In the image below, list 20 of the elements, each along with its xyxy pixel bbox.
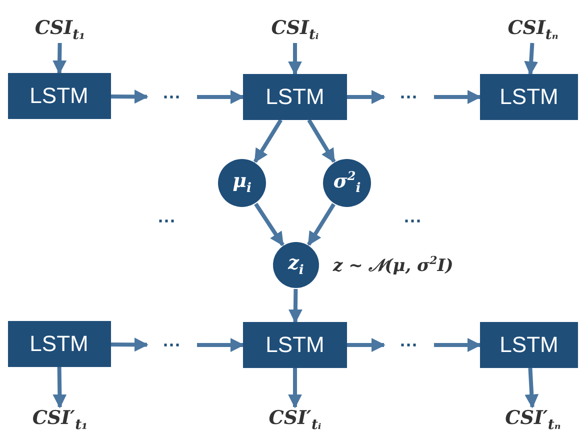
lstm-box: LSTM [8,73,110,119]
lstm-box: LSTM [480,322,578,368]
variable-circle: μ$_{i}$ [218,159,266,207]
lstm-box: LSTM [480,74,578,120]
ellipsis: ··· [158,212,176,230]
ellipsis: ··· [157,90,187,104]
variable-label: CSI$_{tₙ}$ [487,13,579,47]
variable-label: CSI′$_{tᵢ}$ [246,403,344,437]
variable-label: CSI′$_{tₙ}$ [484,403,579,437]
variable-label: CSI$_{tᵢ}$ [249,13,341,47]
variable-label: CSI′$_{t₁}$ [11,403,109,437]
lstm-box: LSTM [8,321,110,367]
ellipsis: ··· [394,338,424,352]
formula-label: z ~ 𝒩(μ, σ$^{2}$I) [333,254,454,276]
ellipsis: ··· [404,212,422,230]
lstm-box: LSTM [243,74,347,120]
variable-label: CSI$_{t₁}$ [14,13,106,47]
ellipsis: ··· [394,90,424,104]
ellipsis: ··· [157,338,187,352]
lstm-box: LSTM [243,322,347,368]
